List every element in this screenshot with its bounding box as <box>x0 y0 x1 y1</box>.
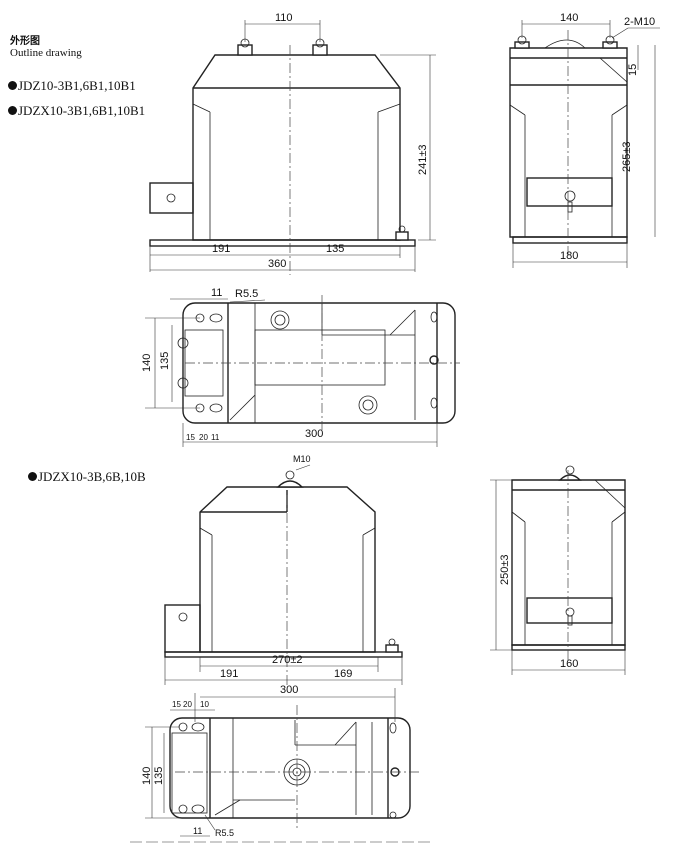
model-label-1: JDZ10-3B1,6B1,10B1 <box>8 78 136 94</box>
dim-300: 300 <box>305 428 323 440</box>
ground-bolt-icon <box>385 638 399 653</box>
dim-140: 140 <box>141 354 153 372</box>
dim-140: 140 <box>141 767 153 785</box>
dim-135: 135 <box>153 767 165 785</box>
dim-270: 270±2 <box>272 654 303 666</box>
dim-160: 160 <box>560 658 578 670</box>
dim-191: 191 <box>220 668 238 680</box>
dim-241: 241±3 <box>417 144 429 175</box>
bullet-icon <box>8 81 17 90</box>
dim-250: 250±3 <box>499 554 511 585</box>
dim-15: 15 <box>627 64 639 76</box>
thread-m10: M10 <box>293 454 311 464</box>
dim-20: 20 <box>199 433 208 442</box>
terminal-icon <box>558 465 582 481</box>
dim-20: 20 <box>183 700 192 709</box>
dim-11: 11 <box>211 433 220 442</box>
dim-135: 135 <box>326 243 344 255</box>
view1-side-elevation: 140 2-M10 15 265±3 180 <box>509 12 660 268</box>
dim-10: 10 <box>200 700 209 709</box>
dim-265: 265±3 <box>621 141 633 172</box>
title-english: Outline drawing <box>10 47 82 59</box>
ground-bolt-icon <box>395 225 409 241</box>
view1-front-elevation: 110 241±3 191 135 360 <box>149 12 436 275</box>
dim-140: 140 <box>560 12 578 24</box>
model-text: JDZ10-3B1,6B1,10B1 <box>18 78 136 93</box>
thread-2-m10: 2-M10 <box>624 16 655 28</box>
dim-169: 169 <box>334 668 352 680</box>
model-label-3: JDZX10-3B,6B,10B <box>28 469 146 485</box>
model-label-2: JDZX10-3B1,6B1,10B1 <box>8 103 145 119</box>
radius-r5-5: R5.5 <box>235 288 258 300</box>
dim-11: 11 <box>193 826 202 836</box>
title-chinese: 外形图 <box>10 36 40 47</box>
dim-135: 135 <box>159 352 171 370</box>
dim-110: 110 <box>275 12 293 24</box>
bullet-icon <box>28 472 37 481</box>
dim-360: 360 <box>268 258 286 270</box>
terminal-icon <box>276 470 304 488</box>
view2-plan-view: 300 15 20 10 140 135 11 R5.5 <box>130 684 430 843</box>
model-text: JDZX10-3B,6B,10B <box>38 469 146 484</box>
model-text: JDZX10-3B1,6B1,10B1 <box>18 103 146 118</box>
dim-180: 180 <box>560 250 578 262</box>
dim-15: 15 <box>172 700 181 709</box>
view2-side-elevation: 250±3 160 <box>490 465 626 675</box>
view1-plan-view: 140 135 11 R5.5 300 15 20 11 <box>141 287 460 447</box>
dim-191: 191 <box>212 243 230 255</box>
dim-11: 11 <box>211 287 222 299</box>
view2-front-elevation: M10 270±2 191 169 <box>164 454 403 685</box>
radius-r5-5: R5.5 <box>215 828 234 838</box>
bullet-icon <box>8 106 17 115</box>
dim-15: 15 <box>186 433 195 442</box>
dim-300: 300 <box>280 684 298 696</box>
